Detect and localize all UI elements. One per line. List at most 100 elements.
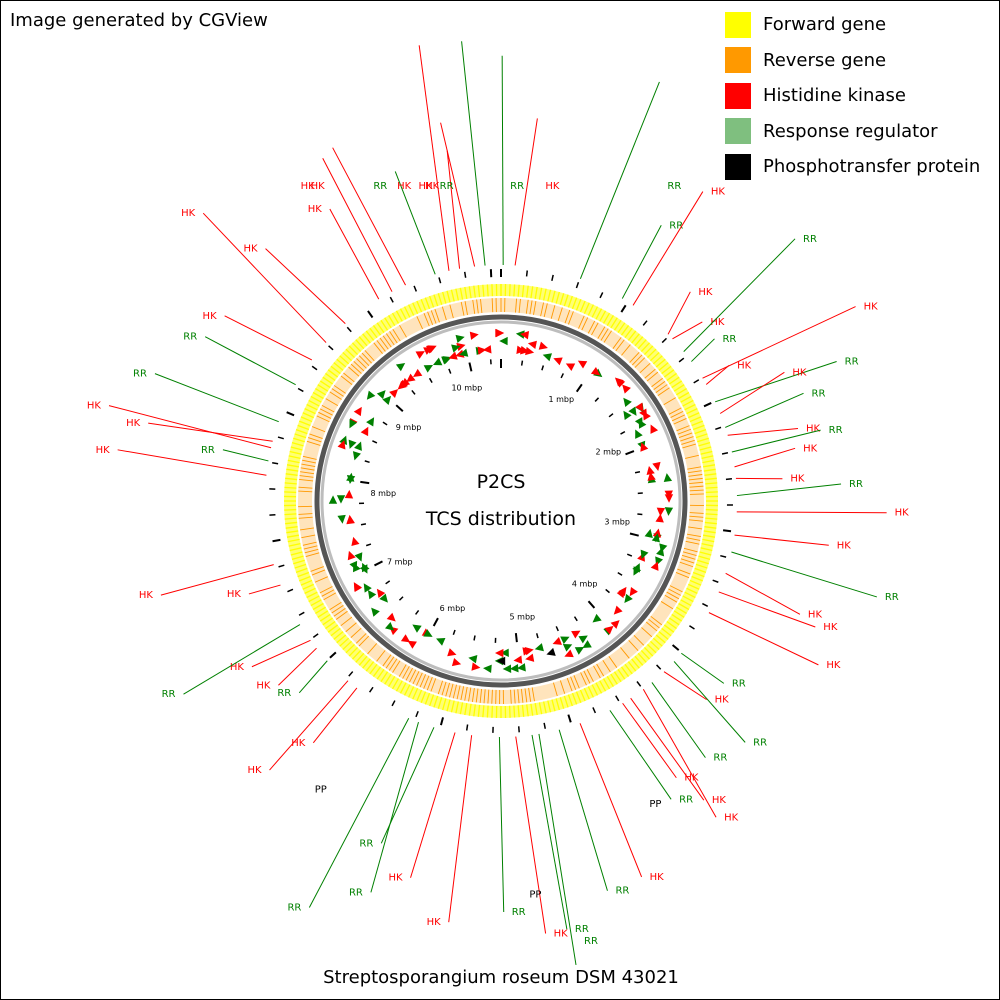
- reverse-gene-mark: [460, 301, 465, 316]
- forward-gene-mark: [579, 300, 586, 313]
- reverse-gene-mark: [518, 298, 521, 313]
- reverse-gene-mark: [689, 519, 704, 522]
- tcs-feature-arrow: [640, 549, 649, 559]
- reverse-gene-mark: [668, 407, 682, 415]
- forward-gene-mark: [468, 286, 472, 299]
- forward-gene-mark: [290, 446, 303, 451]
- reverse-gene-mark: [409, 669, 417, 683]
- reverse-gene-mark: [456, 685, 461, 700]
- forward-gene-mark: [701, 542, 714, 547]
- tcs-feature-arrow: [500, 648, 509, 658]
- rr-feature-label: RR: [373, 181, 387, 192]
- hk-feature-label: HK: [710, 317, 725, 328]
- reverse-gene-mark: [309, 433, 323, 439]
- tcs-feature-arrow: [354, 582, 362, 592]
- outer-tick: [328, 345, 334, 351]
- ruler-minor-tick: [535, 633, 539, 639]
- forward-gene-mark: [312, 602, 324, 611]
- forward-gene-mark: [348, 345, 359, 355]
- forward-gene-mark: [694, 567, 707, 573]
- tcs-feature-arrow: [565, 363, 576, 371]
- tcs-feature-arrow: [633, 566, 642, 576]
- outer-tick: [693, 379, 700, 384]
- feature-leader-line: [108, 405, 272, 449]
- reverse-gene-mark: [664, 594, 678, 603]
- forward-gene-mark: [617, 322, 626, 334]
- rr-feature-label: RR: [349, 887, 363, 898]
- tcs-feature-arrow: [522, 647, 532, 656]
- tcs-feature-arrow: [339, 435, 348, 445]
- ruler-minor-tick: [428, 377, 433, 383]
- forward-gene-mark: [602, 312, 611, 324]
- rr-feature-label: RR: [162, 689, 176, 700]
- pp-feature-label: PP: [649, 799, 661, 810]
- forward-gene-mark: [442, 698, 447, 711]
- reverse-gene-mark: [333, 385, 346, 394]
- feature-leader-line: [308, 717, 410, 908]
- hk-feature-label: HK: [698, 287, 713, 298]
- forward-gene-mark: [567, 694, 573, 707]
- reverse-gene-mark: [686, 533, 701, 538]
- forward-gene-mark: [327, 624, 339, 633]
- reverse-gene-mark: [653, 381, 666, 391]
- reverse-gene-mark: [597, 326, 606, 339]
- reverse-gene-mark: [682, 443, 696, 449]
- hk-feature-label: HK: [291, 738, 306, 749]
- reverse-gene-mark: [333, 607, 346, 617]
- forward-gene-mark: [455, 288, 460, 301]
- reverse-gene-mark: [676, 425, 690, 432]
- tcs-feature-arrow: [415, 351, 425, 359]
- reverse-gene-mark: [641, 627, 653, 638]
- tcs-feature-arrow: [513, 655, 523, 664]
- orange-square-icon: [725, 47, 751, 74]
- reverse-gene-mark: [382, 335, 392, 348]
- tcs-feature-arrow: [644, 528, 653, 539]
- forward-gene-mark: [358, 655, 368, 666]
- rr-feature-label: RR: [669, 220, 683, 231]
- outer-tick: [367, 310, 374, 319]
- ruler-minor-tick: [573, 616, 578, 622]
- forward-gene-mark: [591, 684, 599, 696]
- feature-leader-line: [736, 483, 842, 497]
- rr-feature-label: RR: [201, 445, 215, 456]
- genome-backbone-ring: [314, 314, 688, 688]
- tcs-feature-arrow: [353, 562, 361, 573]
- outer-tick: [712, 579, 719, 583]
- feature-leader-line: [501, 55, 504, 266]
- tcs-feature-arrow: [634, 417, 643, 427]
- reverse-gene-mark: [298, 490, 313, 493]
- center-title: P2CS: [476, 471, 526, 493]
- forward-gene-mark: [372, 666, 382, 677]
- forward-gene-mark: [703, 468, 716, 472]
- ruler-minor-tick: [634, 471, 641, 474]
- forward-gene-mark: [412, 688, 419, 700]
- forward-gene-mark: [613, 671, 622, 683]
- reverse-gene-mark: [528, 687, 532, 702]
- forward-gene-mark: [704, 473, 717, 476]
- tcs-feature-arrow: [386, 612, 396, 622]
- ruler-tick-label: 5 mbp: [510, 613, 536, 622]
- forward-gene-mark: [433, 294, 439, 307]
- rr-feature-label: RR: [845, 357, 859, 368]
- tcs-feature-arrow: [354, 552, 363, 562]
- forward-gene-mark: [450, 700, 455, 713]
- forward-gene-mark: [571, 692, 578, 705]
- center-subtitle: TCS distribution: [425, 508, 577, 530]
- tcs-feature-arrow: [525, 346, 535, 356]
- feature-leader-line: [265, 248, 346, 325]
- forward-gene-mark: [372, 325, 382, 336]
- reverse-gene-mark: [449, 683, 454, 698]
- tcs-feature-arrow: [582, 640, 592, 648]
- ruler-minor-tick: [360, 523, 367, 526]
- reverse-gene-mark: [331, 604, 344, 614]
- outer-tick: [715, 426, 722, 431]
- forward-gene-mark: [643, 345, 654, 355]
- tcs-feature-arrow: [652, 461, 661, 471]
- feature-leader-line: [183, 624, 301, 695]
- forward-gene-mark: [534, 286, 538, 299]
- forward-gene-mark: [291, 555, 304, 560]
- reverse-gene-mark: [348, 366, 360, 377]
- reverse-gene-mark: [329, 601, 342, 611]
- hk-feature-label: HK: [895, 508, 910, 519]
- outer-tick: [575, 282, 580, 289]
